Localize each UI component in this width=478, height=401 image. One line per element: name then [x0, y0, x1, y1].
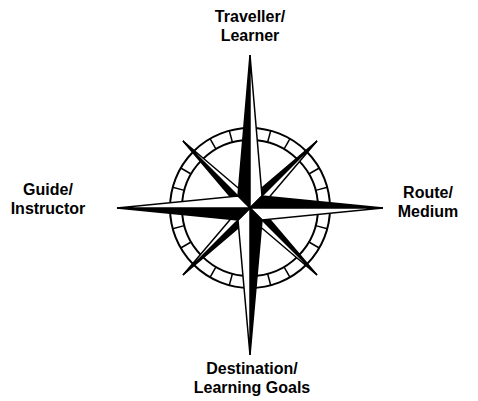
star-point — [117, 208, 250, 220]
ring-tick — [284, 267, 290, 277]
ring-tick — [284, 139, 290, 149]
ring-tick — [173, 187, 185, 190]
ring-tick — [309, 168, 319, 174]
ring-tick — [268, 131, 271, 143]
star-point — [250, 196, 383, 208]
ring-tick — [210, 267, 216, 277]
ring-tick — [181, 242, 191, 248]
ring-tick — [309, 242, 319, 248]
ring-tick — [229, 274, 232, 286]
star-point — [250, 208, 383, 220]
ring-tick — [229, 131, 232, 143]
ring-tick — [316, 226, 328, 229]
ring-tick — [181, 168, 191, 174]
ring-tick — [210, 139, 216, 149]
compass-label: Guide/ Instructor — [11, 180, 86, 218]
compass-label: Traveller/ Learner — [215, 7, 285, 45]
star-point — [238, 55, 250, 208]
compass-star — [117, 55, 383, 355]
compass-label: Destination/ Learning Goals — [190, 359, 314, 397]
ring-tick — [173, 226, 185, 229]
star-point — [250, 208, 262, 355]
star-point — [250, 55, 262, 208]
compass-label: Route/ Medium — [398, 183, 458, 221]
ring-tick — [268, 274, 271, 286]
ring-tick — [316, 187, 328, 190]
star-point — [117, 196, 250, 208]
star-point — [238, 208, 250, 355]
